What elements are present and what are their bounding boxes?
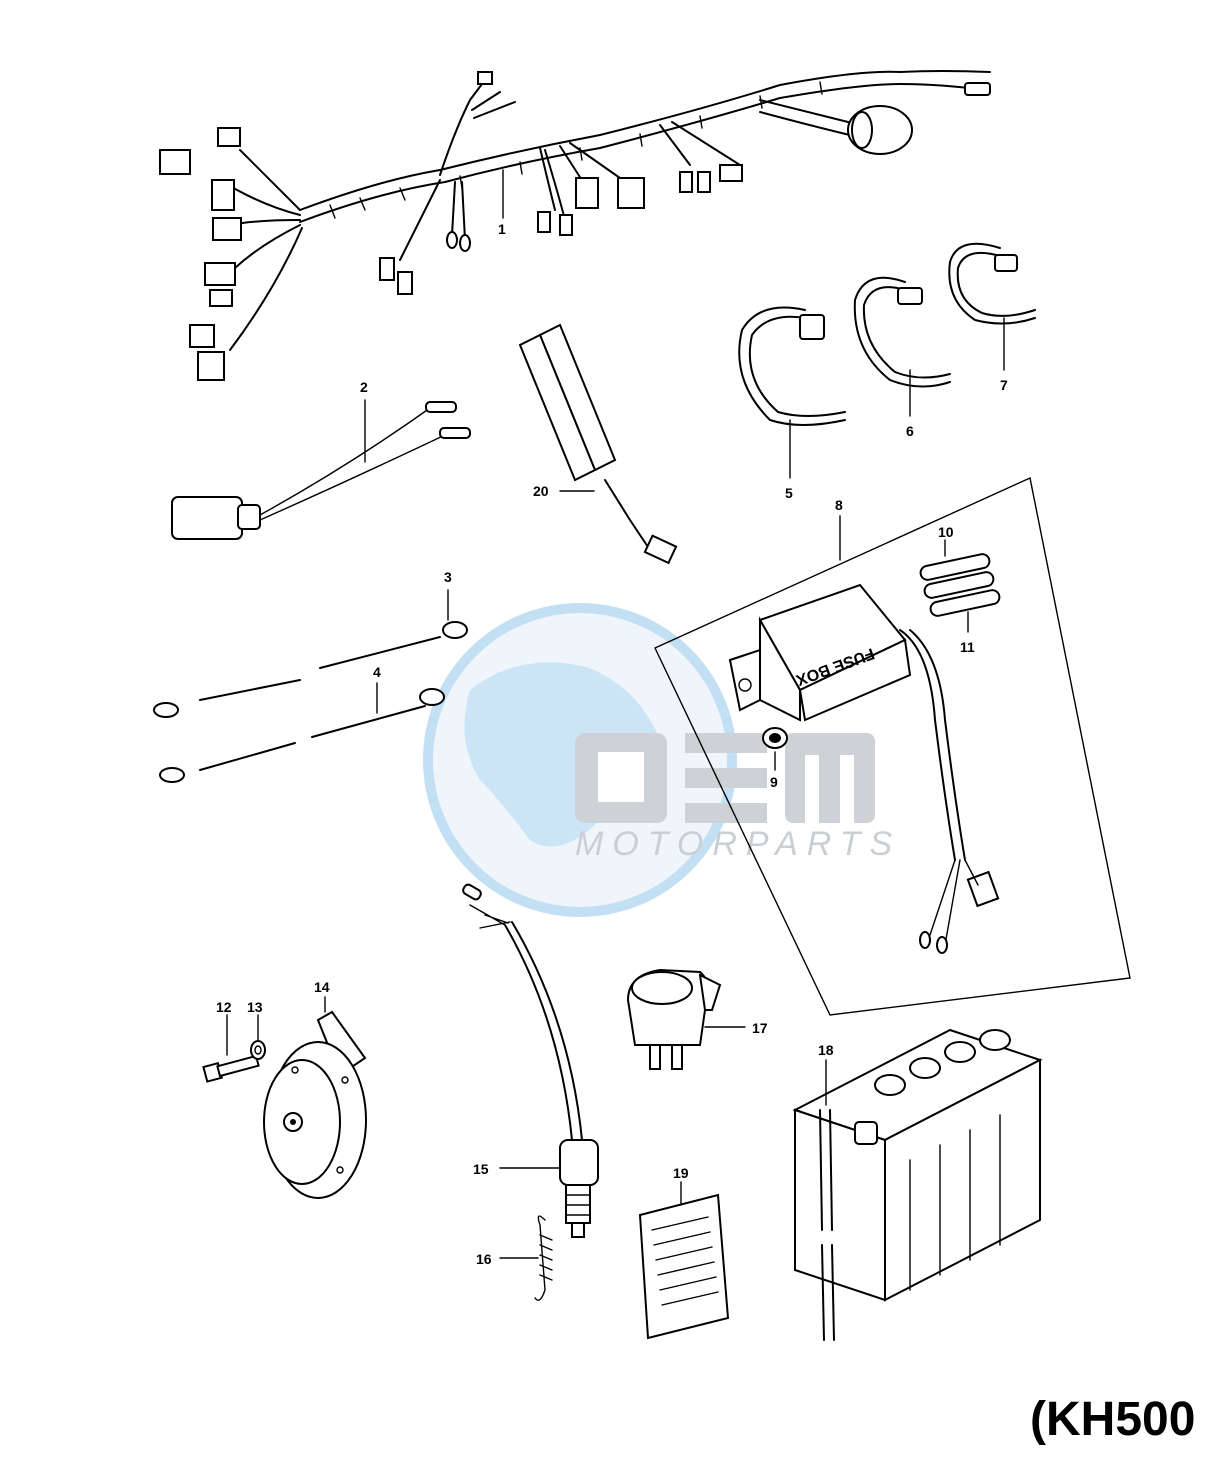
callout-14: 14 [314, 979, 330, 995]
callout-1: 1 [498, 221, 506, 237]
part-20-relay: 20 [518, 323, 678, 565]
callout-17: 17 [752, 1020, 768, 1036]
callout-9: 9 [770, 774, 778, 790]
callout-19: 19 [673, 1165, 689, 1181]
part-1-wiring-harness: 1 [159, 70, 991, 381]
part-8-fuse-box-assembly: 8 FUSE BOX [654, 476, 1131, 1016]
watermark: MOTORPARTS [423, 603, 901, 917]
callout-7: 7 [1000, 377, 1008, 393]
model-label: (KH500 [1030, 1393, 1195, 1446]
part-7-clamp: 7 [948, 242, 1036, 393]
part-12-bolt: 12 [202, 999, 260, 1083]
part-9-grommet: 9 [762, 727, 788, 790]
part-18-battery: 18 [792, 1028, 1043, 1341]
callout-13: 13 [247, 999, 263, 1015]
part-17-flasher: 17 [626, 968, 768, 1070]
callout-20: 20 [533, 483, 549, 499]
part-15-switch: 15 [462, 883, 599, 1238]
part-5-clamp: 5 [738, 306, 846, 501]
callout-6: 6 [906, 423, 914, 439]
callout-5: 5 [785, 485, 793, 501]
callout-10: 10 [938, 524, 954, 540]
part-3-ground-lead: 3 [153, 569, 468, 718]
part-11-fuse: 11 [929, 589, 1001, 655]
callout-12: 12 [216, 999, 232, 1015]
callout-3: 3 [444, 569, 452, 585]
watermark-logo-letters [575, 733, 875, 823]
callout-18: 18 [818, 1042, 834, 1058]
part-13-washer: 13 [247, 999, 266, 1060]
part-14-horn: 14 [263, 979, 367, 1199]
part-10-fuse: 10 [919, 524, 995, 599]
part-6-clamp: 6 [853, 276, 951, 439]
callout-16: 16 [476, 1251, 492, 1267]
callout-8: 8 [835, 497, 843, 513]
callout-2: 2 [360, 379, 368, 395]
callout-15: 15 [473, 1161, 489, 1177]
part-2-lead-wire: 2 [171, 379, 471, 540]
part-19-label-card: 19 [638, 1165, 730, 1340]
callout-11: 11 [960, 639, 975, 655]
watermark-subtitle: MOTORPARTS [575, 825, 901, 863]
callout-4: 4 [373, 664, 381, 680]
part-4-ground-lead: 4 [159, 664, 445, 783]
part-16-spring: 16 [476, 1215, 553, 1301]
